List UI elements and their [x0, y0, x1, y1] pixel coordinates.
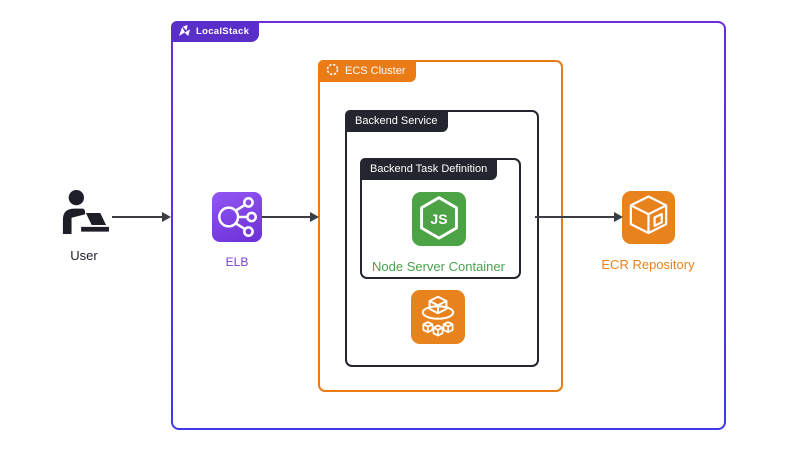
- backend-task-definition-badge: Backend Task Definition: [360, 158, 498, 180]
- nodejs-js-text: JS: [430, 211, 447, 227]
- node-server-container-node: JS Node Server Container: [360, 192, 517, 274]
- elb-node: ELB: [200, 192, 274, 269]
- user-label: User: [70, 248, 98, 263]
- backend-task-definition-badge-label: Backend Task Definition: [370, 163, 488, 175]
- ecs-cluster-badge: ECS Cluster: [318, 60, 416, 82]
- nodejs-hexagon-icon: JS: [411, 192, 466, 246]
- localstack-logo-icon: [178, 24, 191, 40]
- arrow-user-to-localstack: [112, 212, 171, 222]
- ecs-cluster-ring-icon: [326, 63, 339, 79]
- localstack-badge-label: LocalStack: [196, 26, 250, 37]
- backend-service-badge-label: Backend Service: [355, 115, 438, 127]
- ecr-repository-label: ECR Repository: [601, 257, 695, 272]
- ecs-cluster-group-box: [318, 60, 563, 392]
- backend-service-badge: Backend Service: [345, 110, 448, 132]
- ecs-service-node: [411, 290, 465, 349]
- person-at-laptop-icon: [56, 189, 112, 239]
- arrow-elb-to-ecs-cluster: [262, 212, 319, 222]
- node-server-container-label: Node Server Container: [372, 259, 505, 274]
- ecs-cluster-badge-label: ECS Cluster: [345, 65, 406, 77]
- container-registry-cube-icon: [621, 191, 675, 244]
- ecr-repository-node: ECR Repository: [596, 191, 700, 272]
- user-node: User: [46, 189, 122, 263]
- localstack-badge: LocalStack: [171, 21, 260, 42]
- load-balancer-icon: [212, 192, 262, 242]
- ecs-cubes-icon: [411, 290, 465, 344]
- elb-label: ELB: [225, 255, 249, 269]
- arrow-backend-service-to-ecr: [535, 212, 623, 222]
